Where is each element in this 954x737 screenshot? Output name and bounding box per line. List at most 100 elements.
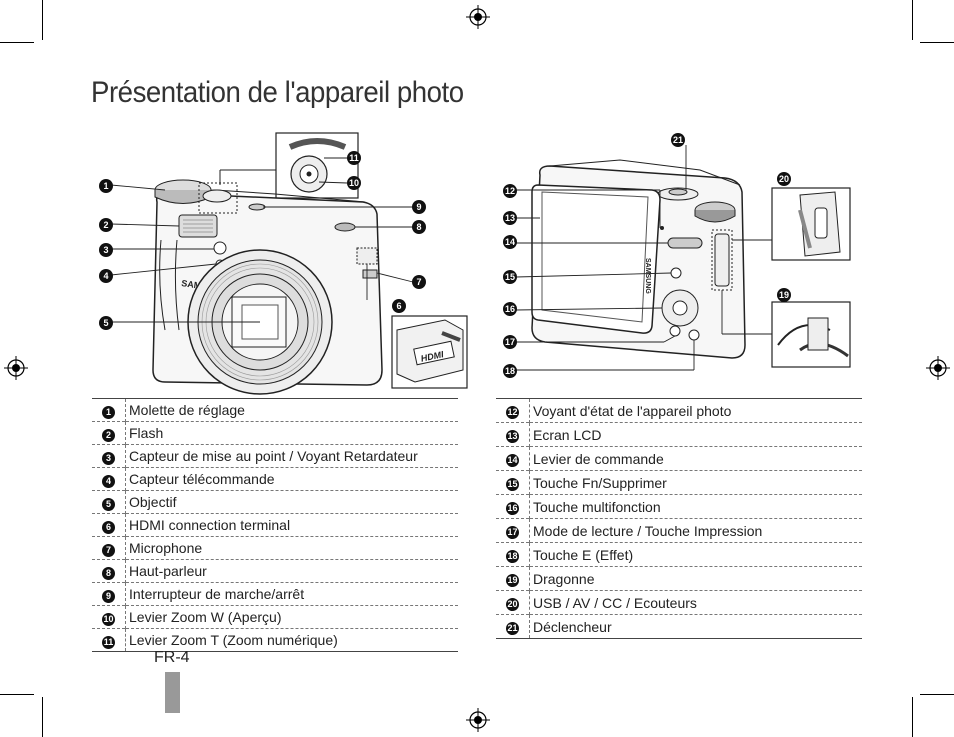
legend-label: Touche Fn/Supprimer xyxy=(533,474,667,491)
callout-15: 15 xyxy=(503,270,517,284)
section-tab xyxy=(165,672,180,713)
callout-2: 2 xyxy=(99,218,113,232)
legend-label: Molette de réglage xyxy=(129,402,245,418)
crop-mark xyxy=(920,694,954,695)
legend-label: Capteur de mise au point / Voyant Retard… xyxy=(129,448,418,464)
legend-number-badge: 15 xyxy=(506,478,519,491)
callout-19: 19 xyxy=(777,288,791,302)
legend-row: 7 Microphone xyxy=(92,536,458,560)
legend-number-cell: 10 xyxy=(92,605,126,629)
crop-mark xyxy=(0,42,34,43)
legend-number-badge: 10 xyxy=(102,612,115,626)
legend-row: 4 Capteur télécommande xyxy=(92,467,458,491)
legend-number-badge: 4 xyxy=(102,474,115,488)
legend-number-cell: 1 xyxy=(92,398,126,422)
legend-row: 16 Touche multifonction xyxy=(496,494,862,519)
page-title: Présentation de l'appareil photo xyxy=(91,76,464,109)
legend-label: HDMI connection terminal xyxy=(129,517,291,533)
legend-label: Mode de lecture / Touche Impression xyxy=(533,522,763,539)
callout-13: 13 xyxy=(503,211,517,225)
legend-label: Dragonne xyxy=(533,570,595,587)
legend-number-cell: 21 xyxy=(496,614,530,639)
legend-number-cell: 6 xyxy=(92,513,126,537)
legend-number-badge: 18 xyxy=(506,550,519,563)
callout-14: 14 xyxy=(503,235,517,249)
legend-number-cell: 4 xyxy=(92,467,126,491)
back-brand-label: SAMSUNG xyxy=(644,258,651,294)
callout-16: 16 xyxy=(503,302,517,316)
page-number: FR-4 xyxy=(154,649,190,666)
legend-label: Déclencheur xyxy=(533,618,612,635)
hdmi-port-label: HDMI xyxy=(420,349,445,364)
legend-number-badge: 3 xyxy=(102,451,115,465)
legend-number-cell: 2 xyxy=(92,421,126,445)
registration-mark-left xyxy=(4,356,28,380)
registration-mark-bottom xyxy=(466,708,490,732)
legend-number-badge: 1 xyxy=(102,405,115,419)
legend-row: 8 Haut-parleur xyxy=(92,559,458,583)
callout-3: 3 xyxy=(99,243,113,257)
legend-number-cell: 5 xyxy=(92,490,126,514)
legend-label: Levier Zoom W (Aperçu) xyxy=(129,609,282,625)
callout-7: 7 xyxy=(412,275,426,289)
legend-label: Voyant d'état de l'appareil photo xyxy=(533,402,732,419)
legend-number-badge: 8 xyxy=(102,566,115,580)
legend-number-cell: 13 xyxy=(496,422,530,447)
crop-mark xyxy=(912,697,913,737)
legend-number-badge: 17 xyxy=(506,526,519,539)
legend-row: 11 Levier Zoom T (Zoom numérique) xyxy=(92,628,458,652)
callout-12: 12 xyxy=(503,184,517,198)
legend-number-badge: 12 xyxy=(506,406,519,419)
callout-4: 4 xyxy=(99,269,113,283)
legend-row: 21 Déclencheur xyxy=(496,614,862,639)
legend-number-cell: 20 xyxy=(496,590,530,615)
callout-8: 8 xyxy=(412,220,426,234)
legend-number-badge: 16 xyxy=(506,502,519,515)
registration-mark-right xyxy=(926,356,950,380)
legend-label: Capteur télécommande xyxy=(129,471,275,487)
legend-number-badge: 11 xyxy=(102,635,115,649)
legend-number-badge: 21 xyxy=(506,622,519,635)
legend-label: Levier Zoom T (Zoom numérique) xyxy=(129,632,338,648)
callout-5: 5 xyxy=(99,316,113,330)
legend-row: 12 Voyant d'état de l'appareil photo xyxy=(496,398,862,423)
legend-label: Interrupteur de marche/arrêt xyxy=(129,586,305,602)
legend-row: 6 HDMI connection terminal xyxy=(92,513,458,537)
legend-label: Microphone xyxy=(129,540,203,556)
callout-1: 1 xyxy=(99,179,113,193)
legend-row: 9 Interrupteur de marche/arrêt xyxy=(92,582,458,606)
registration-mark-top xyxy=(466,5,490,29)
legend-number-badge: 7 xyxy=(102,543,115,557)
callout-6: 6 xyxy=(392,299,406,313)
legend-label: Ecran LCD xyxy=(533,426,602,443)
crop-mark xyxy=(42,697,43,737)
legend-number-badge: 20 xyxy=(506,598,519,611)
legend-number-cell: 3 xyxy=(92,444,126,468)
legend-number-badge: 9 xyxy=(102,589,115,603)
callout-9: 9 xyxy=(412,200,426,214)
crop-mark xyxy=(920,42,954,43)
legend-label: Objectif xyxy=(129,494,177,510)
legend-label: Touche multifonction xyxy=(533,498,661,515)
legend-row: 17 Mode de lecture / Touche Impression xyxy=(496,518,862,543)
legend-label: USB / AV / CC / Ecouteurs xyxy=(533,594,697,611)
legend-number-cell: 18 xyxy=(496,542,530,567)
legend-label: Levier de commande xyxy=(533,450,664,467)
legend-number-badge: 5 xyxy=(102,497,115,511)
legend-label: Haut-parleur xyxy=(129,563,207,579)
legend-number-badge: 2 xyxy=(102,428,115,442)
crop-mark xyxy=(0,694,34,695)
legend-number-badge: 6 xyxy=(102,520,115,534)
legend-row: 5 Objectif xyxy=(92,490,458,514)
callout-17: 17 xyxy=(503,335,517,349)
legend-number-cell: 17 xyxy=(496,518,530,543)
legend-number-cell: 14 xyxy=(496,446,530,471)
legend-number-badge: 19 xyxy=(506,574,519,587)
legend-row: 20 USB / AV / CC / Ecouteurs xyxy=(496,590,862,615)
crop-mark xyxy=(42,0,43,40)
